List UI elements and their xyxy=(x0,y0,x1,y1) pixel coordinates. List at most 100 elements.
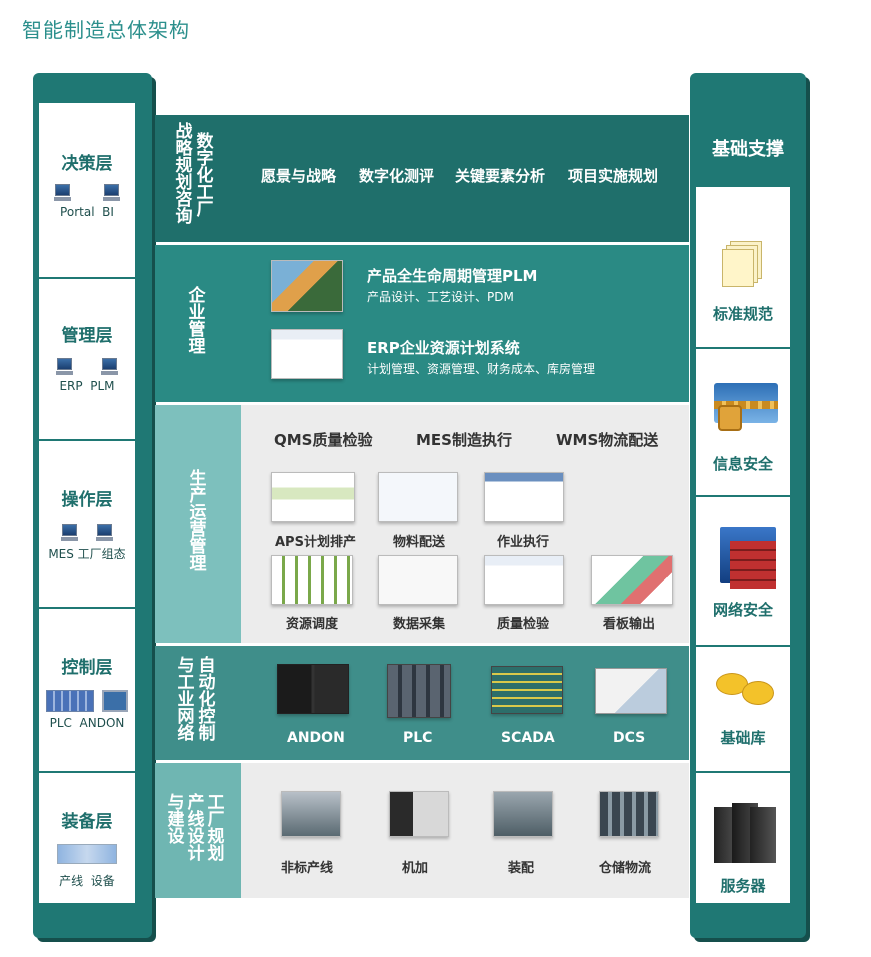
row-equipment: 与建设 产线设计 工厂规划 非标产线 机加 装配 仓储物流 xyxy=(155,763,689,898)
strategy-item: 愿景与战略 xyxy=(261,167,337,185)
layer-title: 操作层 xyxy=(61,490,113,510)
support-column: 基础支撑 标准规范 信息安全 网络安全 基础库 xyxy=(690,73,806,938)
layer-title: 控制层 xyxy=(61,658,113,678)
layer-operation: 操作层 MES 工厂组态 xyxy=(39,441,135,607)
equipment-item: 装配 xyxy=(508,861,535,876)
machining-image xyxy=(389,791,449,837)
control-item: PLC xyxy=(403,730,433,746)
monitor-icon xyxy=(102,690,129,712)
layer-title: 装备层 xyxy=(61,812,113,832)
layer-sub: MES 工厂组态 xyxy=(48,547,126,561)
layer-management: 管理层 ERP PLM xyxy=(39,279,135,439)
row-label: 与工业网络 xyxy=(177,656,195,744)
warehouse-image xyxy=(599,791,659,837)
equipment-content: 非标产线 机加 装配 仓储物流 xyxy=(241,763,689,898)
row-control: 与工业网络 自动化控制 ANDON PLC SCADA DCS xyxy=(155,646,689,760)
plc-image xyxy=(387,664,451,718)
plm-title: 产品全生命周期管理PLM xyxy=(367,267,538,285)
equipment-item: 非标产线 xyxy=(281,861,334,876)
erp-sub: 计划管理、资源管理、财务成本、库房管理 xyxy=(367,362,596,376)
prod-item: 物料配送 xyxy=(393,535,446,550)
row-strategy: 战略规划咨询 数字化工厂 愿景与战略 数字化测评 关键要素分析 项目实施规划 xyxy=(155,115,689,242)
layer-title: 决策层 xyxy=(61,154,113,174)
plc-icons xyxy=(39,690,135,712)
strategy-item: 数字化测评 xyxy=(359,167,435,185)
support-title: 基础支撑 xyxy=(712,139,784,160)
pc-icons xyxy=(39,184,135,205)
support-label: 服务器 xyxy=(720,877,766,895)
task-screenshot xyxy=(484,472,564,522)
row-label: 战略规划咨询 xyxy=(175,122,193,227)
documents-icon xyxy=(722,241,762,287)
database-icon xyxy=(716,673,776,707)
quality-screenshot xyxy=(484,555,564,605)
equipment-item: 机加 xyxy=(402,861,429,876)
computer-icon xyxy=(103,184,121,201)
layer-sub: 产线 设备 xyxy=(59,874,115,888)
scada-image xyxy=(491,666,563,714)
production-content: QMS质量检验 MES制造执行 WMS物流配送 APS计划排产 物料配送 作业执… xyxy=(241,405,689,643)
prod-header: MES制造执行 xyxy=(416,431,512,449)
support-netsec: 网络安全 xyxy=(696,497,790,645)
layer-title: 管理层 xyxy=(61,326,113,346)
computer-icon xyxy=(101,358,119,375)
layer-control: 控制层 PLC ANDON xyxy=(39,609,135,771)
support-infosec: 信息安全 xyxy=(696,349,790,495)
computer-icon xyxy=(55,358,73,375)
dcs-image xyxy=(595,668,667,714)
prod-item: 作业执行 xyxy=(497,535,550,550)
control-item: DCS xyxy=(613,730,646,746)
assembly-image xyxy=(493,791,553,837)
lock-chain-icon xyxy=(714,383,778,437)
prod-item: 数据采集 xyxy=(393,617,446,632)
line-image xyxy=(281,791,341,837)
andon-image xyxy=(277,664,349,714)
row-label: 产线设计 xyxy=(187,793,205,864)
row-enterprise: 企业管理 产品全生命周期管理PLM 产品设计、工艺设计、PDM ERP企业资源计… xyxy=(155,245,689,402)
prod-item: APS计划排产 xyxy=(275,535,356,550)
erp-title: ERP企业资源计划系统 xyxy=(367,339,520,357)
support-label: 基础库 xyxy=(720,729,766,747)
row-label-bg: 生产运营管理 xyxy=(155,405,241,643)
page-title: 智能制造总体架构 xyxy=(22,18,190,42)
control-item: ANDON xyxy=(287,730,345,746)
prod-item: 看板输出 xyxy=(603,617,656,632)
layer-sub: ERP PLM xyxy=(59,379,115,393)
layer-sub: PLC ANDON xyxy=(49,716,125,730)
plm-screenshot xyxy=(271,260,343,312)
computer-icon xyxy=(60,524,78,541)
board-screenshot xyxy=(591,555,673,605)
row-label: 企业管理 xyxy=(188,286,206,357)
row-label: 生产运营管理 xyxy=(189,469,207,574)
prod-header: QMS质量检验 xyxy=(274,431,373,449)
server-icon xyxy=(714,803,776,863)
equipment-icon xyxy=(39,844,135,868)
layers-column: 决策层 Portal BI 管理层 ERP PLM 操作层 MES 工厂组态 控… xyxy=(33,73,152,938)
row-label: 工厂规划 xyxy=(207,793,225,864)
data-screenshot xyxy=(378,555,458,605)
row-label: 与建设 xyxy=(167,793,185,847)
erp-screenshot xyxy=(271,329,343,379)
pc-icons xyxy=(39,358,135,379)
firewall-icon xyxy=(716,527,778,589)
row-label: 数字化工厂 xyxy=(196,132,214,220)
prod-item: 资源调度 xyxy=(286,617,339,632)
layer-decision: 决策层 Portal BI xyxy=(39,103,135,277)
computer-icon xyxy=(96,524,114,541)
plc-icon xyxy=(45,690,94,712)
support-standards: 标准规范 xyxy=(696,187,790,347)
control-item: SCADA xyxy=(501,730,555,746)
computer-icon xyxy=(53,184,71,201)
layer-equipment: 装备层 产线 设备 xyxy=(39,773,135,903)
plm-sub: 产品设计、工艺设计、PDM xyxy=(367,290,514,304)
strategy-item: 关键要素分析 xyxy=(455,167,546,185)
layer-sub: Portal BI xyxy=(60,205,114,219)
row-production: 生产运营管理 QMS质量检验 MES制造执行 WMS物流配送 APS计划排产 物… xyxy=(155,405,689,643)
support-label: 标准规范 xyxy=(712,305,773,323)
row-label: 自动化控制 xyxy=(198,656,216,744)
strategy-item: 项目实施规划 xyxy=(568,167,659,185)
equipment-item: 仓储物流 xyxy=(599,861,652,876)
resource-screenshot xyxy=(271,555,353,605)
support-label: 网络安全 xyxy=(712,601,773,619)
support-servers: 服务器 xyxy=(696,773,790,903)
